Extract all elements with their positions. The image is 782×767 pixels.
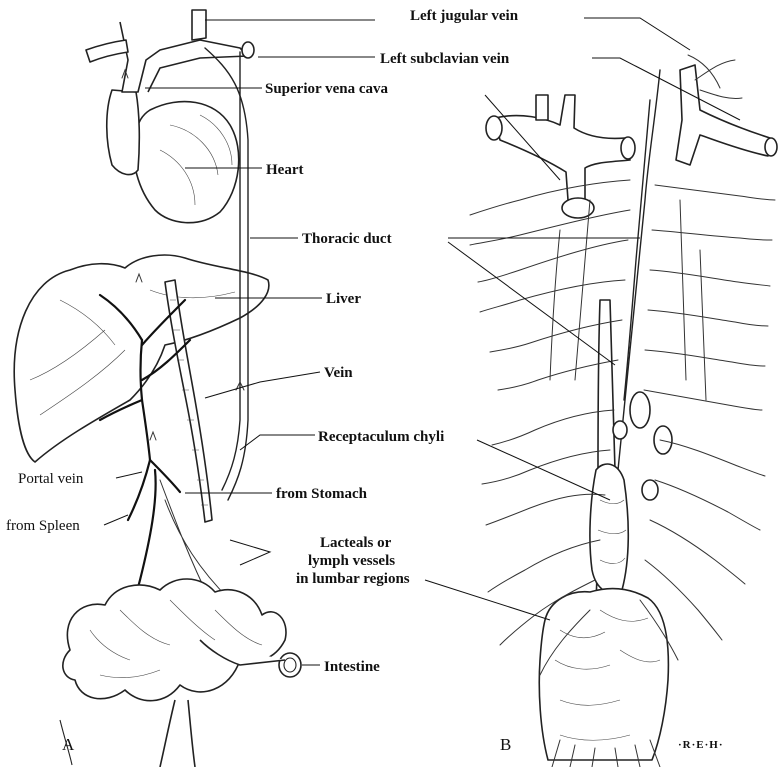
left-subclavian-b	[676, 65, 770, 165]
brachiocephalic-veins	[495, 95, 630, 200]
panel-a-illustration	[14, 10, 301, 767]
lumbar-lymph-mass	[539, 589, 668, 760]
label-left-jugular-vein: Left jugular vein	[410, 8, 519, 24]
label-liver: Liver	[326, 291, 361, 307]
label-portal-vein: Portal vein	[18, 471, 84, 487]
heart-shape	[134, 102, 239, 223]
panel-label-b: B	[500, 735, 511, 754]
label-superior-vena-cava: Superior vena cava	[265, 81, 389, 97]
label-from-spleen: from Spleen	[6, 518, 80, 534]
label-intestine: Intestine	[324, 659, 380, 675]
receptaculum-chyli-shape	[590, 464, 628, 593]
panel-b-illustration	[470, 55, 777, 767]
panel-label-a: A	[62, 735, 75, 754]
label-lacteals-line3: in lumbar regions	[296, 571, 410, 587]
label-receptaculum-chyli: Receptaculum chyli	[318, 429, 444, 445]
label-lacteals-line1: Lacteals or	[320, 535, 392, 551]
intestine-coils	[63, 579, 286, 701]
label-vein: Vein	[324, 365, 353, 381]
label-from-stomach: from Stomach	[276, 486, 368, 502]
label-lacteals-line2: lymph vessels	[308, 553, 395, 569]
label-thoracic-duct: Thoracic duct	[302, 231, 392, 247]
label-left-subclavian-vein: Left subclavian vein	[380, 51, 510, 67]
artist-signature: ·R·E·H·	[678, 739, 724, 751]
label-heart: Heart	[266, 162, 303, 178]
